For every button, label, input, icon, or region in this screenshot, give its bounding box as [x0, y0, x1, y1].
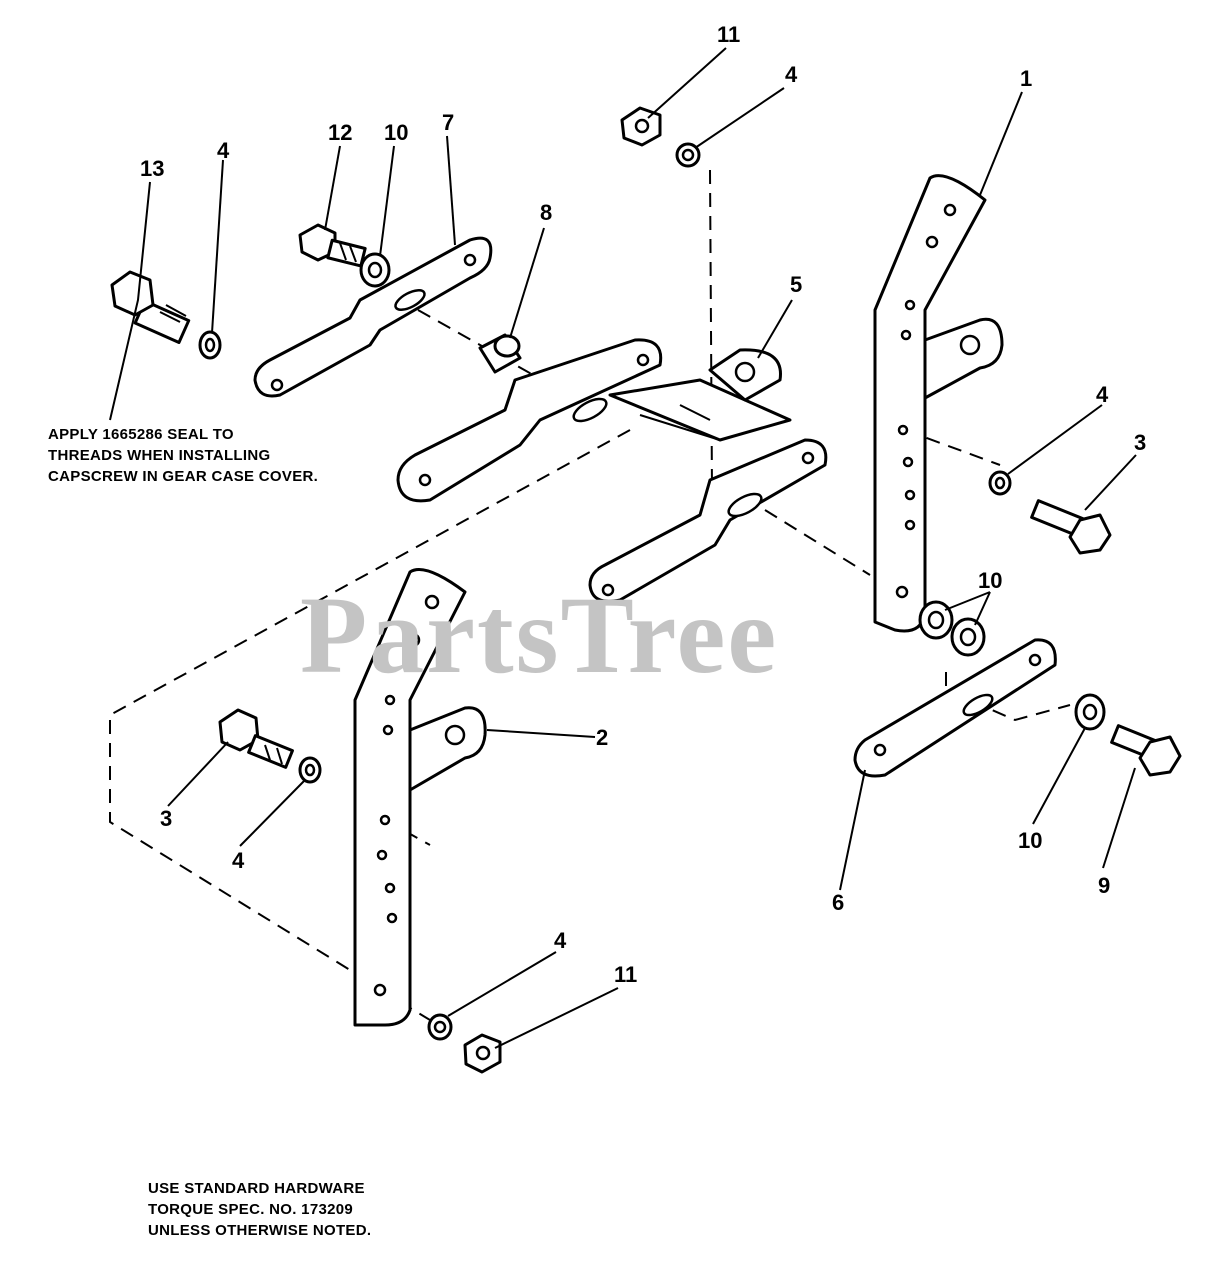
callout-7: 7 [442, 110, 454, 135]
capscrew-3a [1030, 499, 1112, 555]
flat-washer-10c [1074, 693, 1106, 731]
seal-note-line-2: THREADS WHEN INSTALLING [48, 447, 271, 464]
callout-11a: 11 [717, 22, 740, 47]
lift-arm-2 [353, 568, 487, 1027]
lock-washer-4c [988, 470, 1012, 496]
callout-4a: 4 [785, 62, 798, 87]
flat-washers-10b [918, 600, 986, 657]
lock-washer-4a [198, 330, 222, 360]
capscrew-9 [1110, 724, 1182, 777]
capscrew-3b [218, 708, 294, 769]
callout-2: 2 [596, 725, 608, 750]
hex-nut-11b [463, 1033, 502, 1074]
link-6 [853, 638, 1057, 778]
lock-washer-4e [427, 1013, 453, 1041]
seal-note-line-3: CAPSCREW IN GEAR CASE COVER. [48, 468, 319, 485]
spacer-8 [478, 333, 522, 374]
callout-6: 6 [832, 890, 844, 915]
seal-note-line-1: APPLY 1665286 SEAL TO [48, 426, 234, 443]
callout-10b: 10 [978, 568, 1002, 593]
callout-3b: 3 [160, 806, 172, 831]
flat-washer-10a [359, 252, 391, 288]
callout-10a: 10 [384, 120, 408, 145]
callout-8: 8 [540, 200, 552, 225]
lift-arm-1 [873, 174, 1004, 633]
seal-note: APPLY 1665286 SEAL TO THREADS WHEN INSTA… [48, 424, 318, 487]
callout-9: 9 [1098, 873, 1110, 898]
lock-washer-4b [675, 142, 701, 168]
capscrew-13 [110, 270, 191, 344]
callout-11b: 11 [614, 962, 637, 987]
callout-4d: 4 [232, 848, 245, 873]
callout-10c: 10 [1018, 828, 1042, 853]
lock-washer-4d [298, 756, 322, 784]
hardware-note: USE STANDARD HARDWARE TORQUE SPEC. NO. 1… [148, 1178, 371, 1241]
frame-5 [396, 338, 828, 603]
hex-nut-11a [620, 106, 662, 147]
watermark-logo: PartsTree [300, 574, 779, 696]
callout-5: 5 [790, 272, 802, 297]
callouts: 11 4 1 12 10 7 13 4 8 5 4 3 10 2 3 4 10 … [140, 22, 1146, 987]
hardware-note-line-1: USE STANDARD HARDWARE [148, 1180, 365, 1197]
callout-3a: 3 [1134, 430, 1146, 455]
link-7 [253, 236, 493, 398]
hardware-note-line-3: UNLESS OTHERWISE NOTED. [148, 1222, 372, 1239]
capscrew-12 [298, 223, 367, 268]
hardware-note-line-2: TORQUE SPEC. NO. 173209 [148, 1201, 354, 1218]
callout-4e: 4 [554, 928, 567, 953]
callout-13: 13 [140, 156, 164, 181]
callout-4b: 4 [217, 138, 230, 163]
callout-1: 1 [1020, 66, 1032, 91]
callout-4c: 4 [1096, 382, 1109, 407]
leader-lines [109, 47, 1137, 1049]
callout-12: 12 [328, 120, 352, 145]
